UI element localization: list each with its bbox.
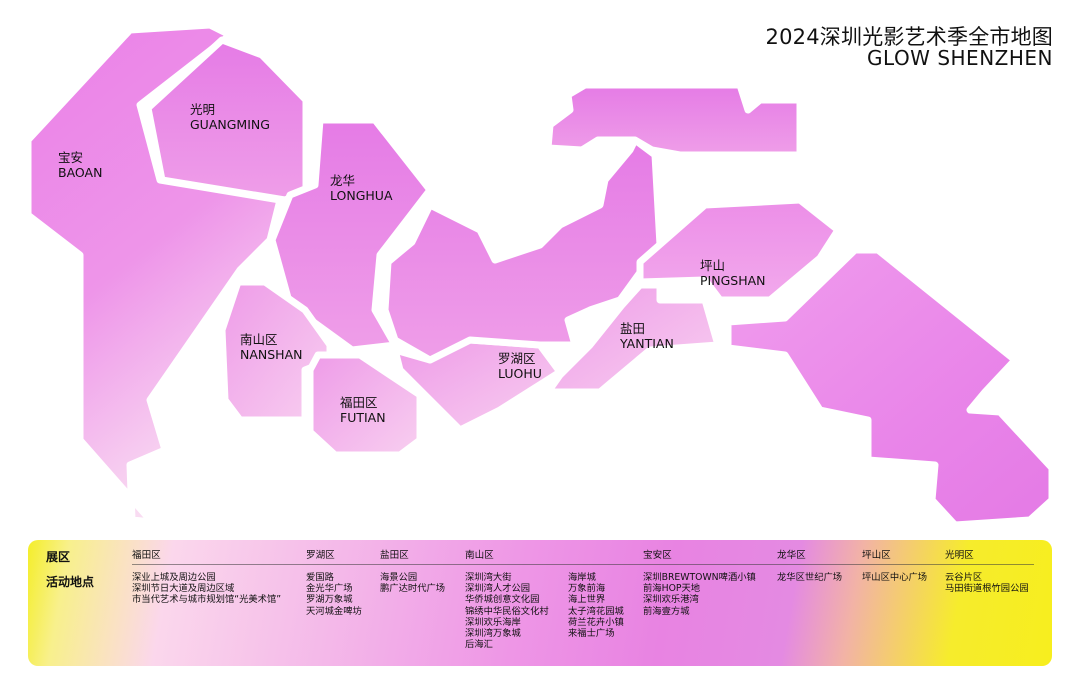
legend-venue: 来福士广场 <box>568 628 615 640</box>
legend-venue: 罗湖万象城 <box>306 594 353 606</box>
label-baoan: 宝安 BAOAN <box>58 150 102 180</box>
label-longhua-en: LONGHUA <box>330 188 393 203</box>
legend-venue-list: 坪山区中心广场 <box>862 572 927 583</box>
legend-venue: 深圳欢乐港湾 <box>643 594 699 606</box>
label-pingshan-zh: 坪山 <box>700 258 725 273</box>
label-nanshan-zh: 南山区 <box>240 332 278 347</box>
legend-venue: 万象前海 <box>568 583 606 595</box>
label-guangming: 光明 GUANGMING <box>190 102 270 132</box>
label-guangming-zh: 光明 <box>190 102 215 117</box>
district-northeast <box>544 81 804 159</box>
legend-venue: 云谷片区 <box>945 572 983 583</box>
legend-venue: 市当代艺术与城市规划馆“光美术馆” <box>132 594 282 606</box>
district-yantian[interactable] <box>544 281 722 396</box>
label-futian: 福田区 FUTIAN <box>340 395 386 425</box>
label-longhua: 龙华 LONGHUA <box>330 173 393 203</box>
legend-venue-list: 深圳湾大街 深圳湾人才公园 华侨城创意文化园 锦绣中华民俗文化村 深圳欢乐海岸 … <box>465 572 549 650</box>
label-baoan-zh: 宝安 <box>58 150 83 165</box>
venue-legend: 展区 活动地点 福田区 深业上城及周边公园 深圳节日大道及周边区域 市当代艺术与… <box>28 540 1052 666</box>
legend-venue: 太子湾花园城 <box>568 605 624 617</box>
legend-district: 坪山区 <box>862 550 891 561</box>
legend-venue: 深业上城及周边公园 <box>132 572 216 583</box>
district-longhua[interactable] <box>268 116 434 354</box>
label-futian-en: FUTIAN <box>340 410 386 425</box>
legend-venue: 深圳欢乐海岸 <box>465 616 521 628</box>
label-baoan-en: BAOAN <box>58 165 102 180</box>
legend-venue: 深圳湾人才公园 <box>465 583 531 595</box>
label-longhua-zh: 龙华 <box>330 173 355 188</box>
legend-venue: 前海壹方城 <box>643 605 690 617</box>
legend-venue: 荷兰花卉小镇 <box>568 616 624 628</box>
legend-venue-list: 海景公园 鹏广达时代广场 <box>380 572 445 594</box>
label-luohu-en: LUOHU <box>498 366 542 381</box>
district-nanshan[interactable] <box>218 278 334 424</box>
label-futian-zh: 福田区 <box>340 395 378 410</box>
label-luohu-zh: 罗湖区 <box>498 351 536 366</box>
legend-venue: 天河城金啤坊 <box>306 605 362 617</box>
legend-venue-list: 爱国路 金光华广场 罗湖万象城 天河城金啤坊 <box>306 572 362 617</box>
label-pingshan-en: PINGSHAN <box>700 273 766 288</box>
title-chinese: 2024深圳光影艺术季全市地图 <box>765 25 1053 49</box>
district-east <box>724 246 1056 529</box>
legend-district: 盐田区 <box>380 550 409 561</box>
legend-venue-list: 深圳BREWTOWN啤酒小镇 前海HOP天地 深圳欢乐港湾 前海壹方城 <box>643 572 756 617</box>
legend-district: 光明区 <box>945 550 974 561</box>
legend-venue: 锦绣中华民俗文化村 <box>465 605 549 617</box>
legend-venue: 深圳节日大道及周边区域 <box>132 583 235 595</box>
label-yantian-en: YANTIAN <box>619 336 674 351</box>
legend-venue: 坪山区中心广场 <box>862 572 928 583</box>
legend-venue: 海岸城 <box>568 572 596 583</box>
legend-venue: 深圳BREWTOWN啤酒小镇 <box>643 572 756 583</box>
legend-venue: 爱国路 <box>306 572 334 583</box>
legend-district: 南山区 <box>465 550 494 561</box>
district-futian[interactable] <box>306 351 424 459</box>
legend-district: 罗湖区 <box>306 550 335 561</box>
legend-row-venues: 活动地点 <box>46 575 95 589</box>
label-nanshan: 南山区 NANSHAN <box>240 332 303 362</box>
label-pingshan: 坪山 PINGSHAN <box>700 258 766 288</box>
legend-row-district: 展区 <box>46 550 71 564</box>
legend-venue: 深圳湾万象城 <box>465 628 521 640</box>
legend-district: 龙华区 <box>777 550 806 561</box>
legend-venue: 马田街道根竹园公园 <box>945 583 1029 595</box>
legend-divider <box>132 564 1034 565</box>
legend-venue: 龙华区世纪广场 <box>777 572 843 583</box>
legend-venue: 后海汇 <box>465 639 493 651</box>
legend-venue: 深圳湾大街 <box>465 572 512 583</box>
district-guangming[interactable] <box>144 36 310 204</box>
legend-venue: 海景公园 <box>380 572 418 583</box>
label-luohu: 罗湖区 LUOHU <box>498 351 542 381</box>
label-nanshan-en: NANSHAN <box>240 347 303 362</box>
label-yantian: 盐田 YANTIAN <box>619 321 674 351</box>
legend-venue: 金光华广场 <box>306 583 353 595</box>
legend-venue: 华侨城创意文化园 <box>465 594 540 606</box>
title-english: GLOW SHENZHEN <box>867 46 1053 71</box>
label-guangming-en: GUANGMING <box>190 117 270 132</box>
district-baoan[interactable] <box>24 21 284 526</box>
legend-venue-list: 海岸城 万象前海 海上世界 太子湾花园城 荷兰花卉小镇 来福士广场 <box>568 572 624 639</box>
legend-venue-list: 龙华区世纪广场 <box>777 572 842 583</box>
district-central <box>381 136 664 364</box>
legend-venue-list: 云谷片区 马田街道根竹园公园 <box>945 572 1029 594</box>
legend-venue: 前海HOP天地 <box>643 583 701 595</box>
legend-venue: 鹏广达时代广场 <box>380 583 446 595</box>
shenzhen-map: 宝安 BAOAN 光明 GUANGMING 龙华 LONGHUA 坪山 PING… <box>24 21 1056 529</box>
legend-district: 福田区 <box>132 550 161 561</box>
legend-district: 宝安区 <box>643 550 672 561</box>
legend-venue: 海上世界 <box>568 594 606 606</box>
legend-venue-list: 深业上城及周边公园 深圳节日大道及周边区域 市当代艺术与城市规划馆“光美术馆” <box>132 572 281 606</box>
map-title: 2024深圳光影艺术季全市地图 GLOW SHENZHEN <box>766 26 1053 69</box>
label-yantian-zh: 盐田 <box>620 321 645 336</box>
district-pingshan[interactable] <box>636 196 842 304</box>
